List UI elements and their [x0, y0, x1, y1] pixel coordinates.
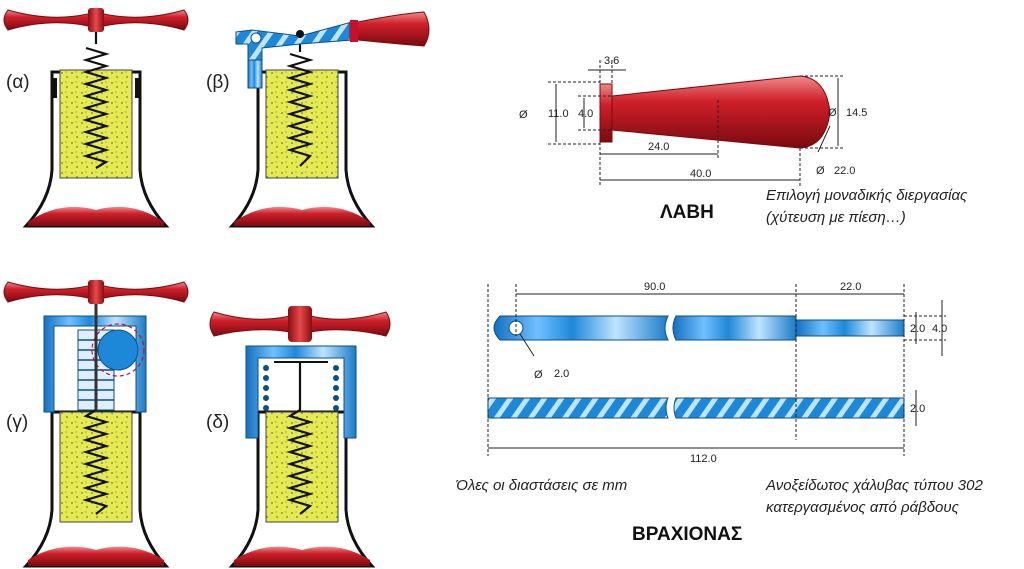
dim-3-6: 3.6 [604, 55, 619, 67]
dim-hole-2-0: 2.0 [554, 368, 569, 380]
handle-note-line2: (χύτευση με πίεση…) [766, 209, 906, 226]
lever-grip [349, 11, 430, 47]
dim-2-0: 2.0 [910, 323, 925, 335]
dim-14-5: 14.5 [846, 107, 867, 119]
figure-b-lever-corkscrew: (β) [206, 11, 430, 228]
dim-22-0: 22.0 [840, 281, 861, 293]
dim-24-0: 24.0 [648, 141, 669, 153]
dim-thickness-2-0: 2.0 [910, 403, 925, 415]
figure-d-label: (δ) [206, 412, 229, 433]
handle-collar [599, 83, 613, 143]
bottle-lip-left [52, 78, 57, 98]
handle-title: ΛΑΒΗ [660, 202, 714, 223]
lever-title: ΒΡΑΧΙΟΝΑΣ [632, 524, 742, 545]
lever-side-view-right [673, 397, 905, 419]
figure-a-label: (α) [6, 72, 30, 93]
units-note: Όλες οι διαστάσεις σε mm [455, 477, 627, 494]
worm-screw [82, 32, 110, 169]
diameter-symbol: Ø [519, 109, 528, 121]
lever-drawing: 90.0 22.0 2.0 4.0 Ø 2.0 2.0 112.0 Όλες ο… [455, 281, 983, 545]
t-handle-hub [88, 8, 104, 32]
bottle-wine [28, 206, 164, 226]
lever-hole [508, 320, 524, 336]
dim-11-0: 11.0 [548, 108, 569, 120]
lever-top-view-right [672, 315, 797, 341]
worm-screw [286, 362, 314, 515]
diameter-symbol: Ø [816, 165, 825, 177]
dim-22-0: 22.0 [834, 165, 855, 177]
leader-line [519, 333, 535, 357]
bottle-wine [234, 546, 370, 566]
cork [265, 69, 339, 179]
diameter-symbol: Ø [534, 369, 543, 381]
bottle-wine [28, 546, 164, 566]
gear-rotation-path [91, 323, 145, 377]
worm-screw [286, 44, 314, 167]
diameter-symbol: Ø [828, 107, 837, 119]
bottle-lip-right [135, 78, 140, 98]
pinion-gear [97, 329, 139, 371]
lever-arm [235, 21, 353, 61]
dim-4-0: 4.0 [932, 323, 947, 335]
figure-c-label: (γ) [6, 412, 28, 433]
material-note-line2: κατεργασμένος από ράβδους [766, 499, 960, 516]
handle-body [611, 75, 831, 149]
worm-screw [82, 409, 110, 515]
figure-a-basic-corkscrew: (α) [3, 8, 189, 228]
handle-note-line1: Επιλογή μοναδικής διεργασίας [766, 187, 968, 204]
figure-c-gear-corkscrew: (γ) [3, 280, 189, 568]
coil-spring-left [263, 365, 269, 411]
dim-4-0: 4.0 [578, 108, 593, 120]
handle-drawing: 3.6 Ø 11.0 4.0 24.0 40.0 Ø 14.5 Ø 22.0 Λ… [519, 55, 968, 226]
lever-top-view-tip [795, 319, 905, 337]
dim-90-0: 90.0 [644, 281, 665, 293]
coil-spring-right [333, 365, 339, 411]
screw-top [296, 30, 304, 38]
lever-grip-collar [350, 20, 358, 42]
figure-b-label: (β) [206, 72, 230, 93]
dim-40-0: 40.0 [690, 168, 711, 180]
lever-side-view-left [487, 397, 669, 419]
leader-line [817, 125, 831, 153]
material-note-line1: Ανοξείδωτος χάλυβας τύπου 302 [765, 477, 983, 494]
figure-d-spring-corkscrew: (δ) [206, 306, 391, 568]
t-handle-hub [88, 280, 104, 304]
t-handle-hub [288, 306, 312, 342]
gear-housing [43, 315, 147, 413]
dim-112-0: 112.0 [690, 453, 717, 465]
lever-top-view-left [493, 315, 669, 341]
spring-housing [245, 345, 357, 439]
lever-leg [247, 57, 263, 89]
bottle-wine [234, 206, 370, 226]
lever-pivot [250, 32, 262, 44]
